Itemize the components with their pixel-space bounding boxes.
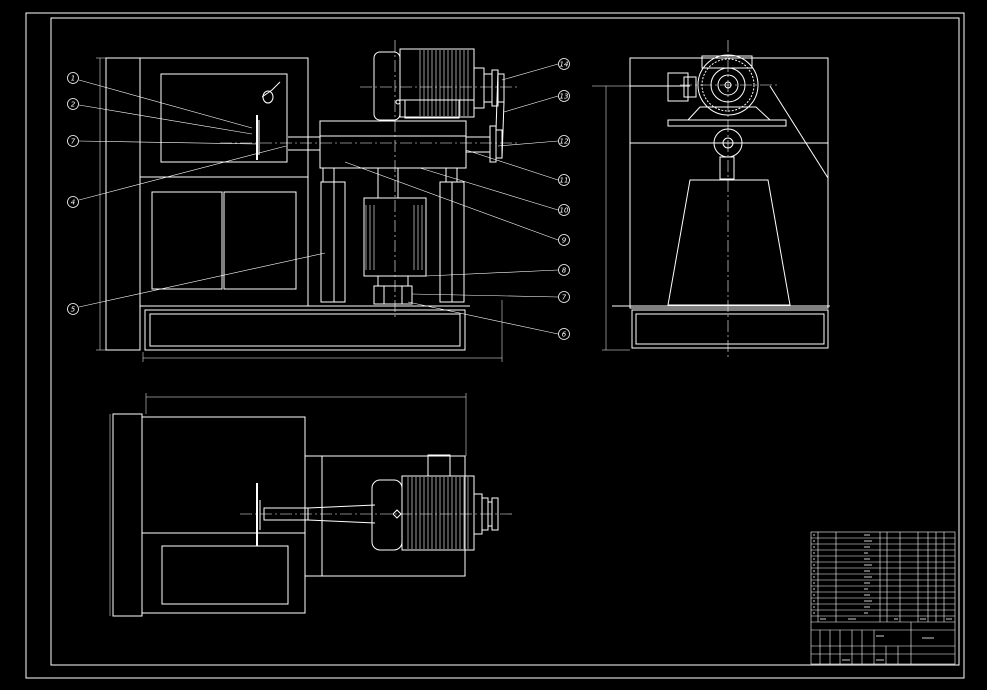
balloon-11: 11 <box>558 174 570 186</box>
balloon-8: 8 <box>558 264 570 276</box>
svg-text:12: 12 <box>560 138 569 146</box>
balloon-13: 13 <box>558 90 570 102</box>
balloon-7-left: 7 <box>67 135 79 147</box>
svg-text:9: 9 <box>562 237 567 245</box>
svg-text:1: 1 <box>71 75 75 83</box>
balloon-1: 1 <box>67 72 79 84</box>
title-block <box>810 531 956 665</box>
balloon-10: 10 <box>558 204 570 216</box>
balloon-4: 4 <box>67 196 79 208</box>
balloon-5: 5 <box>67 303 79 315</box>
svg-text:4: 4 <box>71 199 75 207</box>
front-center-lines <box>220 40 520 320</box>
balloon-2: 2 <box>67 98 79 110</box>
svg-text:7: 7 <box>562 294 567 302</box>
svg-text:8: 8 <box>562 267 567 275</box>
balloon-9: 9 <box>558 234 570 246</box>
svg-text:2: 2 <box>71 101 76 109</box>
side-dimensions <box>592 85 630 351</box>
svg-text:10: 10 <box>560 207 569 215</box>
balloon-12: 12 <box>558 135 570 147</box>
side-view <box>612 54 830 349</box>
svg-text:13: 13 <box>560 93 569 101</box>
top-dimensions <box>109 393 467 616</box>
sheet-border <box>25 12 965 679</box>
parts-list-marks <box>813 534 952 661</box>
svg-text:14: 14 <box>560 61 569 69</box>
svg-text:5: 5 <box>71 306 76 314</box>
svg-text:6: 6 <box>562 331 567 339</box>
leader-lines <box>78 63 559 335</box>
front-dimensions <box>96 57 503 362</box>
svg-text:11: 11 <box>560 177 569 185</box>
svg-text:7: 7 <box>71 138 76 146</box>
front-view <box>105 48 505 351</box>
top-view <box>112 413 499 617</box>
balloon-7-right: 7 <box>558 291 570 303</box>
side-center-lines <box>680 40 780 360</box>
balloon-14: 14 <box>558 58 570 70</box>
balloon-6: 6 <box>558 328 570 340</box>
